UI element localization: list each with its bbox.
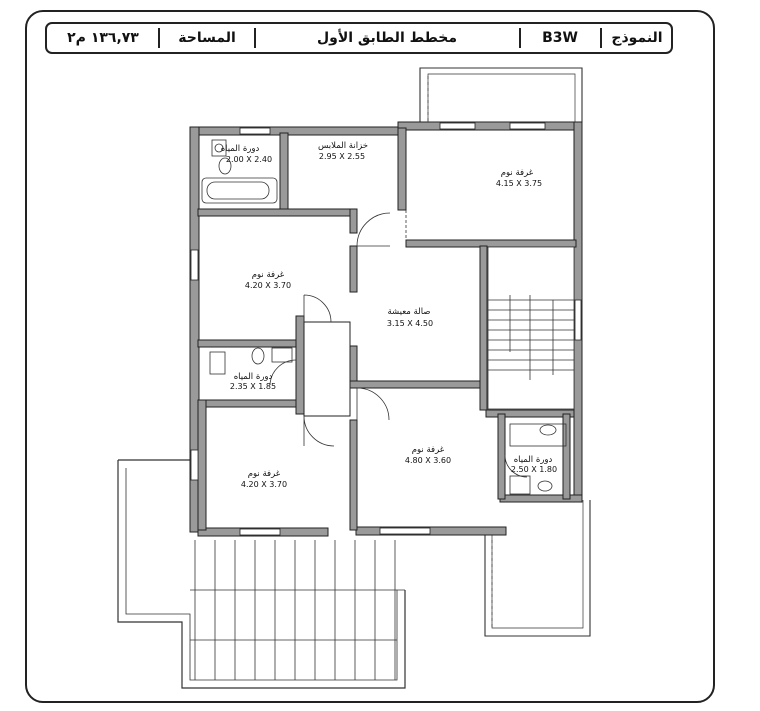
area-label: المساحة xyxy=(178,30,236,46)
room-labels: دورة المياه 2.00 X 2.40 خزانة الملابس 2.… xyxy=(221,141,557,489)
room-dims: 4.15 X 3.75 xyxy=(496,179,542,188)
room-dims: 2.35 X 1.85 xyxy=(230,382,276,391)
model-label: النموذج xyxy=(611,30,663,46)
room-dims: 4.20 X 3.70 xyxy=(241,480,287,489)
room-name: دورة المياه xyxy=(221,144,260,154)
room-name: دورة المياه xyxy=(514,455,553,465)
room-name: صالة معيشة xyxy=(387,307,430,317)
room-dims: 2.50 X 1.80 xyxy=(511,465,557,474)
landing xyxy=(303,321,351,417)
room-dims: 4.20 X 3.70 xyxy=(245,281,291,290)
title-divider xyxy=(600,28,602,48)
model-code: B3W xyxy=(542,30,578,46)
room-dims: 3.15 X 4.50 xyxy=(387,319,433,328)
top-balcony xyxy=(419,67,583,122)
title-divider xyxy=(158,28,160,48)
title-divider xyxy=(254,28,256,48)
staircase xyxy=(487,246,575,410)
plan-title: مخطط الطابق الأول xyxy=(316,30,458,46)
windows xyxy=(190,122,582,536)
fixtures xyxy=(201,139,567,495)
room-dims: 4.80 X 3.60 xyxy=(405,456,451,465)
title-divider xyxy=(519,28,521,48)
room-name: دورة المياه xyxy=(234,372,273,382)
room-dims: 2.95 X 2.55 xyxy=(319,152,365,161)
front-terrace xyxy=(117,459,406,689)
area-value: ١٣٦,٧٣ م٢ xyxy=(67,30,139,46)
title-block: النموذج B3W مخطط الطابق الأول المساحة ١٣… xyxy=(45,22,673,54)
side-balcony xyxy=(484,500,591,637)
doors xyxy=(269,210,528,478)
room-name: غرفة نوم xyxy=(501,168,534,178)
page-frame xyxy=(25,10,715,703)
room-dims: 2.00 X 2.40 xyxy=(226,155,272,164)
room-name: خزانة الملابس xyxy=(318,141,368,151)
room-name: غرفة نوم xyxy=(252,270,285,280)
room-name: غرفة نوم xyxy=(412,445,445,455)
room-name: غرفة نوم xyxy=(248,469,281,479)
